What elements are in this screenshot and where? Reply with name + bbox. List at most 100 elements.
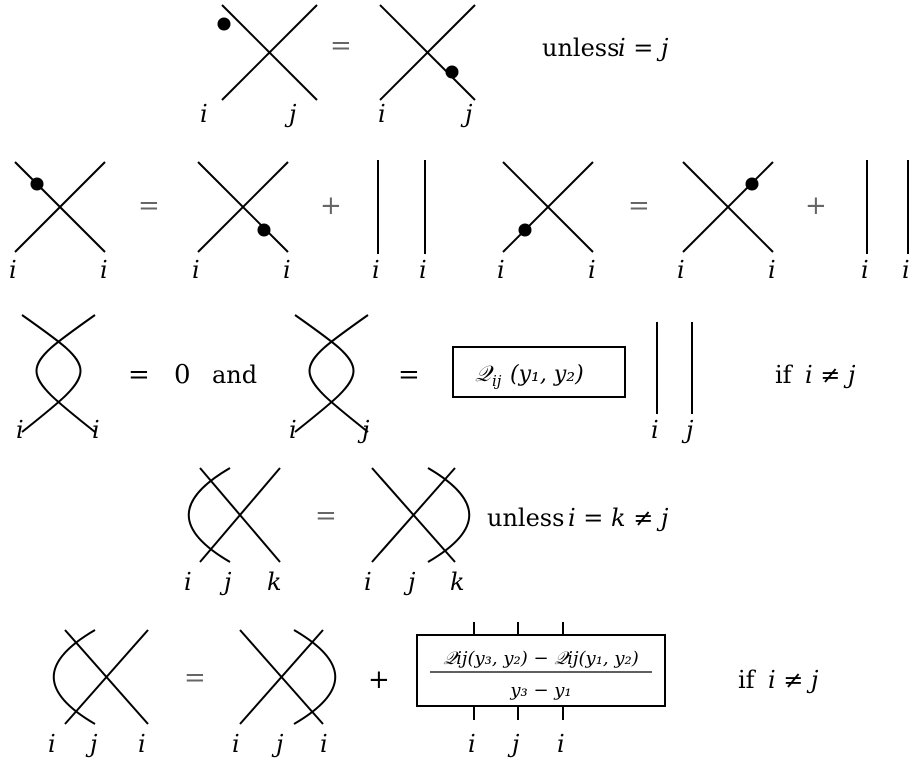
strand-label: i	[902, 256, 910, 284]
crossing-dot-top-left	[14, 161, 106, 253]
condition-word: unless	[542, 34, 619, 62]
strand-label: j	[507, 730, 520, 758]
strand-label: i	[92, 416, 100, 444]
strand-label: i	[468, 730, 476, 758]
strand	[427, 467, 471, 563]
strand-label: i	[192, 256, 200, 284]
identity-strands	[377, 160, 426, 254]
strand-label: i	[232, 730, 240, 758]
strand	[64, 629, 149, 725]
strand-label: i	[16, 416, 24, 444]
equals-sign: =	[184, 663, 206, 693]
condition-math: i ≠ j	[768, 666, 819, 694]
equals-sign: =	[330, 31, 352, 61]
strand	[35, 314, 96, 433]
double-crossing	[21, 314, 96, 433]
identity-strands	[656, 322, 693, 414]
braid-right	[371, 467, 471, 563]
and-word: and	[212, 361, 257, 389]
strand	[682, 161, 774, 253]
crossing-dot-bottom-left	[502, 161, 594, 253]
strand-label: i	[588, 256, 596, 284]
equals-sign: =	[315, 501, 337, 531]
double-crossing	[294, 314, 369, 433]
strand-label: i	[372, 256, 380, 284]
strand-label: i	[419, 256, 427, 284]
strand	[379, 4, 476, 101]
strand-label: i	[861, 256, 869, 284]
strand	[221, 4, 318, 101]
dot	[445, 65, 459, 79]
strand-label: i	[677, 256, 685, 284]
condition-word: if	[738, 666, 757, 694]
box-symbol: 𝒬	[475, 362, 494, 387]
strand-label: i	[138, 730, 146, 758]
equals-sign: =	[138, 191, 160, 221]
condition-word: if	[775, 361, 794, 389]
relation-4: i j k = i j k unless i = k ≠ j	[184, 467, 669, 596]
difference-quotient-box: 𝒬ij(y₃, y₂) − 𝒬ij(y₁, y₂) y₃ − y₁	[416, 622, 666, 720]
relation-5: i j i = i j i + 𝒬ij(y₃, y₂) − 𝒬ij(y₁, y₂…	[48, 622, 819, 758]
strand	[293, 629, 337, 725]
strand	[294, 314, 355, 433]
equals-sign: =	[398, 360, 420, 390]
relation-2b: i i = i i + i i	[497, 160, 910, 284]
strand	[197, 161, 289, 253]
strand-label: i	[184, 568, 192, 596]
strand-label: i	[48, 730, 56, 758]
strand-label: j	[271, 730, 284, 758]
strand-label: j	[219, 568, 232, 596]
strand-label: i	[9, 256, 17, 284]
strand	[14, 161, 106, 253]
box-frame	[416, 634, 666, 707]
strand	[21, 314, 82, 433]
condition-math: i ≠ j	[805, 361, 856, 389]
strand-label: i	[364, 568, 372, 596]
strand-label: i	[320, 730, 328, 758]
strand	[239, 629, 324, 725]
crossing-dot-bottom-right	[197, 161, 289, 253]
braid-right	[239, 629, 337, 725]
braid-left	[52, 629, 149, 725]
strand-label: i	[651, 416, 659, 444]
numerator: 𝒬ij(y₃, y₂) − 𝒬ij(y₁, y₂)	[443, 648, 639, 669]
dot	[217, 17, 231, 31]
crossing-dot-bottom-right	[379, 4, 476, 101]
dot	[257, 223, 271, 237]
denominator: y₃ − y₁	[509, 680, 571, 701]
strand-label: j	[403, 568, 416, 596]
condition-math: i = k ≠ j	[568, 504, 669, 532]
strand-label: i	[100, 256, 108, 284]
dot	[745, 177, 759, 191]
strand-label: i	[768, 256, 776, 284]
crossing-dot-top-left	[217, 4, 318, 101]
polynomial-box: 𝒬 ij (y₁, y₂)	[452, 346, 626, 398]
strand	[308, 314, 369, 433]
strand-label: i	[289, 416, 297, 444]
equals-sign: =	[628, 191, 650, 221]
relation-3: i i = 0 and i j = 𝒬 ij (y₁, y₂) i j if i…	[16, 314, 856, 444]
strand	[187, 467, 231, 563]
relation-1: i j = i j unless i = j	[200, 4, 669, 128]
strand-label: i	[557, 730, 565, 758]
strand-label: k	[450, 568, 465, 596]
dot	[518, 223, 532, 237]
strand-label: i	[497, 256, 505, 284]
strand-label: i	[200, 100, 208, 128]
strand-label: i	[378, 100, 386, 128]
box-frame	[452, 346, 626, 398]
crossing-dot-top-right	[682, 161, 774, 253]
equals-sign: =	[128, 360, 150, 390]
box-arguments: (y₁, y₂)	[510, 362, 584, 387]
strand-label: j	[357, 416, 370, 444]
strand	[502, 161, 594, 253]
strand-label: k	[267, 568, 282, 596]
strand-label: i	[283, 256, 291, 284]
condition-word: unless	[487, 504, 564, 532]
plus-sign: +	[805, 191, 827, 221]
strand	[52, 629, 96, 725]
box-subscript: ij	[492, 372, 502, 390]
relation-2a: i i = i i + i i	[9, 160, 427, 284]
strand-label: j	[284, 100, 297, 128]
